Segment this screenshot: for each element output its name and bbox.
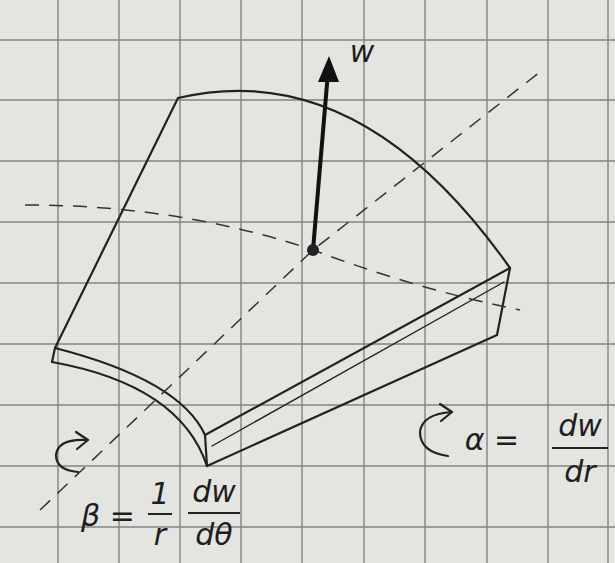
rotation-symbol: β = <box>81 501 135 531</box>
fraction-denominator: r <box>154 520 166 550</box>
rotation-symbol: α = <box>465 425 519 455</box>
fraction-denominator: dθ <box>195 520 232 550</box>
dashed-axes <box>25 68 545 510</box>
plate-outline <box>52 91 510 466</box>
fraction-numerator: dw <box>192 477 236 507</box>
fraction-numerator: dw <box>558 411 602 441</box>
fraction-bars <box>148 448 608 514</box>
rotation-arrows <box>56 404 452 472</box>
fraction-numerator: 1 <box>150 479 169 509</box>
deflection-arrow <box>307 56 339 256</box>
fraction-denominator: dr <box>564 457 595 487</box>
deflection-symbol: w <box>350 37 375 67</box>
